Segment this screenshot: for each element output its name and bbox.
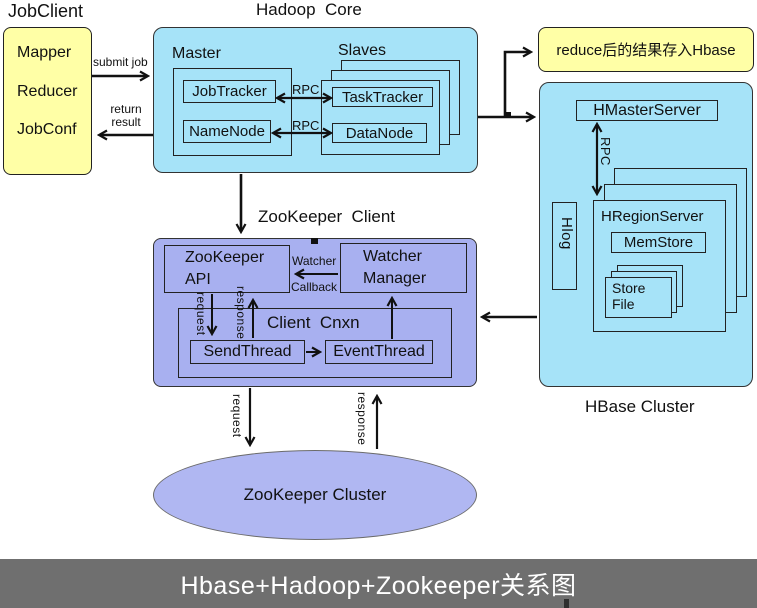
cluster-request-label: request [230, 394, 244, 438]
cluster-response-label: response [355, 392, 369, 446]
watcher-callback-label1: Watcher [292, 254, 337, 268]
mapper-label: Mapper [17, 44, 72, 61]
storefile-stack-front [605, 277, 672, 318]
jobtracker-box: JobTracker [183, 80, 276, 103]
hadoop-to-reduce-note-arrow [503, 52, 530, 117]
zookeeper-api-line1: ZooKeeper [185, 249, 265, 266]
jobconf-label: JobConf [17, 121, 77, 138]
watcher-callback-label2: Callback [291, 280, 338, 294]
return-label-line1: return [110, 102, 142, 116]
hmasterserver-box: HMasterServer [576, 100, 718, 121]
client-cnxn-box [178, 308, 452, 378]
dark-tick-artifact [564, 599, 569, 608]
master-label: Master [172, 45, 221, 62]
junction-dot [504, 112, 511, 118]
hlog-box [552, 202, 577, 290]
watcher-manager-line2: Manager [363, 270, 427, 287]
master-box [173, 68, 292, 156]
return-label-line2: result [111, 115, 141, 129]
storefile-label-line1: Store [612, 280, 646, 296]
watcher-manager-line1: Watcher [363, 248, 422, 265]
zk-request-label: request [194, 292, 208, 336]
reducer-label: Reducer [17, 83, 78, 100]
tasktracker-box: TaskTracker [332, 87, 433, 107]
hlog-label: Hlog [558, 217, 575, 250]
zookeeper-cluster-ellipse: ZooKeeper Cluster [153, 450, 477, 540]
sendthread-box: SendThread [190, 340, 305, 364]
namenode-box: NameNode [183, 120, 271, 143]
watcher-manager-box: Watcher Manager [340, 243, 467, 293]
footer-bar: Hbase+Hadoop+Zookeeper关系图 [0, 559, 757, 608]
rpc-label-top: RPC [292, 82, 320, 97]
hbase-cluster-caption: HBase Cluster [585, 397, 695, 416]
eventthread-box: EventThread [325, 340, 433, 364]
zookeeper-api-box: ZooKeeper API [164, 245, 290, 293]
hregionserver-label: HRegionServer [601, 208, 704, 225]
zookeeper-api-line2: API [185, 271, 211, 288]
hbase-rpc-label: RPC [598, 137, 613, 166]
slaves-label: Slaves [338, 42, 387, 59]
datanode-box: DataNode [332, 123, 427, 143]
jobclient-title: JobClient [8, 1, 84, 21]
zk-response-label: response [234, 286, 248, 340]
zookeeper-client-title: ZooKeeper Client [258, 207, 396, 226]
storefile-label-line2: File [612, 296, 635, 312]
jobclient-box [3, 27, 92, 175]
hadoop-core-title: Hadoop Core [256, 0, 362, 19]
zookeeper-client-box [153, 238, 477, 387]
footer-title: Hbase+Hadoop+Zookeeper关系图 [180, 571, 577, 600]
submit-job-label: submit job [93, 55, 148, 69]
reduce-note-box: reduce后的结果存入Hbase [538, 27, 754, 72]
rpc-label-bottom: RPC [292, 118, 320, 133]
client-cnxn-label: Client Cnxn [267, 313, 360, 332]
memstore-box: MemStore [611, 232, 706, 253]
